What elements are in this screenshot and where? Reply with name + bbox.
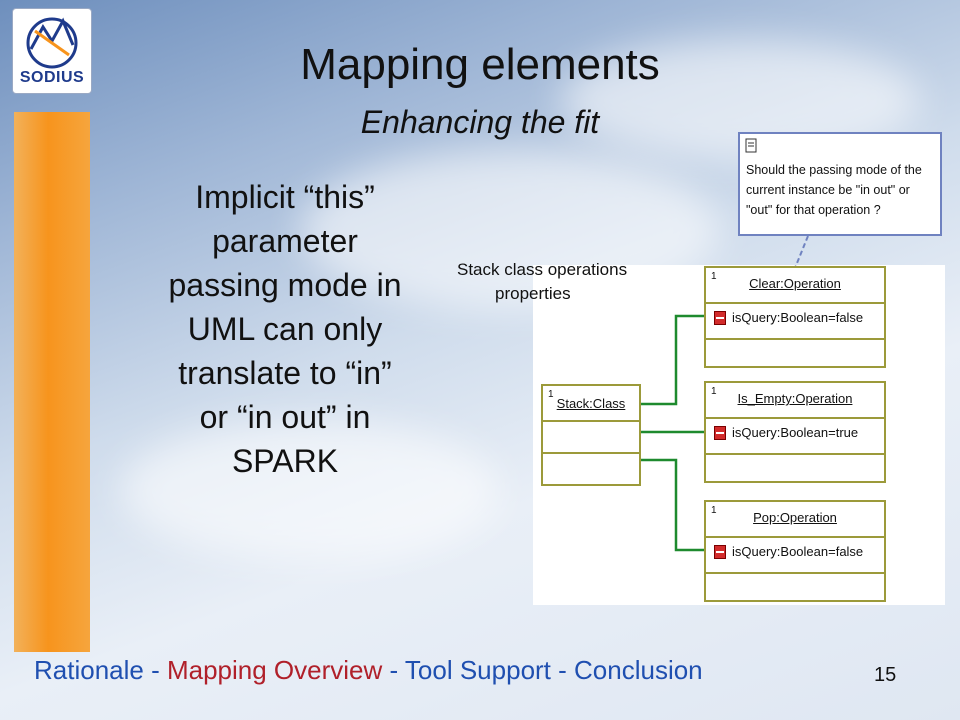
operation-name: Pop:Operation <box>753 510 837 525</box>
uml-class-box-stack[interactable]: 1 Stack:Class <box>541 384 641 486</box>
background-cloud <box>120 420 500 560</box>
nav-mapping-overview[interactable]: Mapping Overview <box>166 655 383 685</box>
note-anchor-line <box>794 235 809 269</box>
attribute-text: isQuery:Boolean=false <box>732 310 864 325</box>
operation-header-row: 1 Clear:Operation <box>706 268 884 304</box>
operation-name: Is_Empty:Operation <box>737 391 853 406</box>
operation-attribute-row: isQuery:Boolean=false <box>706 304 884 340</box>
operation-empty-row <box>706 340 884 366</box>
orange-accent-bar <box>14 112 90 652</box>
nav-separator: - <box>143 655 167 685</box>
uml-note[interactable]: Should the passing mode of the current i… <box>738 132 942 236</box>
private-attribute-icon <box>714 310 726 325</box>
footer-navigation: Rationale - Mapping Overview - Tool Supp… <box>34 655 703 686</box>
body-text: Implicit “this” parameter passing mode i… <box>168 179 402 479</box>
slide-title: Mapping elements <box>300 40 660 89</box>
diagram-label-line2: properties <box>495 284 571 303</box>
class-header-row: 1 Stack:Class <box>543 386 639 422</box>
sodius-logo: SODIUS <box>12 8 92 94</box>
operation-empty-row <box>706 455 884 481</box>
attribute-text: isQuery:Boolean=true <box>732 425 859 440</box>
operation-attribute-row: isQuery:Boolean=false <box>706 538 884 574</box>
class-name: Stack:Class <box>556 396 626 411</box>
nav-rationale[interactable]: Rationale <box>34 655 144 685</box>
note-text: Should the passing mode of the current i… <box>746 163 922 217</box>
uml-operation-box-clear[interactable]: 1 Clear:Operation isQuery:Boolean=false <box>704 266 886 368</box>
nav-conclusion[interactable]: Conclusion <box>574 655 703 685</box>
nav-tool-support[interactable]: Tool Support <box>404 655 551 685</box>
uml-operation-box-is-empty[interactable]: 1 Is_Empty:Operation isQuery:Boolean=tru… <box>704 381 886 483</box>
slide-subtitle: Enhancing the fit <box>360 104 600 140</box>
diagram-label-line1: Stack class operations <box>457 260 628 279</box>
attribute-text: isQuery:Boolean=false <box>732 544 864 559</box>
page-number: 15 <box>874 664 897 686</box>
operation-name: Clear:Operation <box>749 276 841 291</box>
private-attribute-icon <box>714 544 726 559</box>
note-icon <box>745 138 757 153</box>
class-attributes-row <box>543 422 639 454</box>
uml-operation-box-pop[interactable]: 1 Pop:Operation isQuery:Boolean=false <box>704 500 886 602</box>
multiplicity-label: 1 <box>711 386 717 397</box>
private-attribute-icon <box>714 425 726 440</box>
multiplicity-label: 1 <box>548 389 554 400</box>
operation-empty-row <box>706 574 884 600</box>
logo-text: SODIUS <box>19 69 85 86</box>
multiplicity-label: 1 <box>711 271 717 282</box>
operation-attribute-row: isQuery:Boolean=true <box>706 419 884 455</box>
class-operations-row <box>543 454 639 484</box>
multiplicity-label: 1 <box>711 505 717 516</box>
logo-emblem-icon <box>26 17 78 69</box>
operation-header-row: 1 Pop:Operation <box>706 502 884 538</box>
operation-header-row: 1 Is_Empty:Operation <box>706 383 884 419</box>
nav-separator: - <box>382 655 405 685</box>
nav-separator: - <box>550 655 575 685</box>
